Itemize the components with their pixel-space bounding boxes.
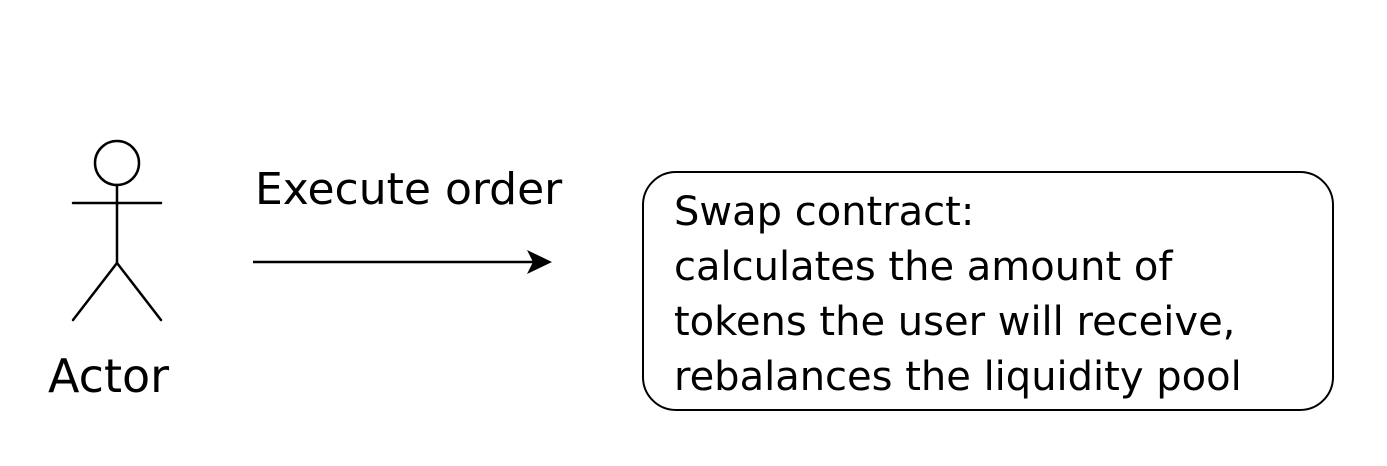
actor-head [93,139,141,187]
swap-contract-line: calculates the amount of [674,244,1173,290]
arrow-label: Execute order [255,164,563,215]
actor-left-leg [71,261,119,322]
swap-contract-line: tokens the user will receive, [674,299,1236,345]
swap-contract-text: Swap contract: calculates the amount of … [674,185,1324,405]
actor-right-leg [115,261,163,322]
arrow-right-icon [253,250,552,274]
swap-contract-box: Swap contract: calculates the amount of … [642,171,1334,411]
arrow-head [527,250,552,274]
swap-contract-line: Swap contract: [674,189,975,235]
swap-contract-line: rebalances the liquidity pool [674,354,1242,400]
stick-figure-icon [71,139,163,322]
actor-label: Actor [48,349,170,403]
